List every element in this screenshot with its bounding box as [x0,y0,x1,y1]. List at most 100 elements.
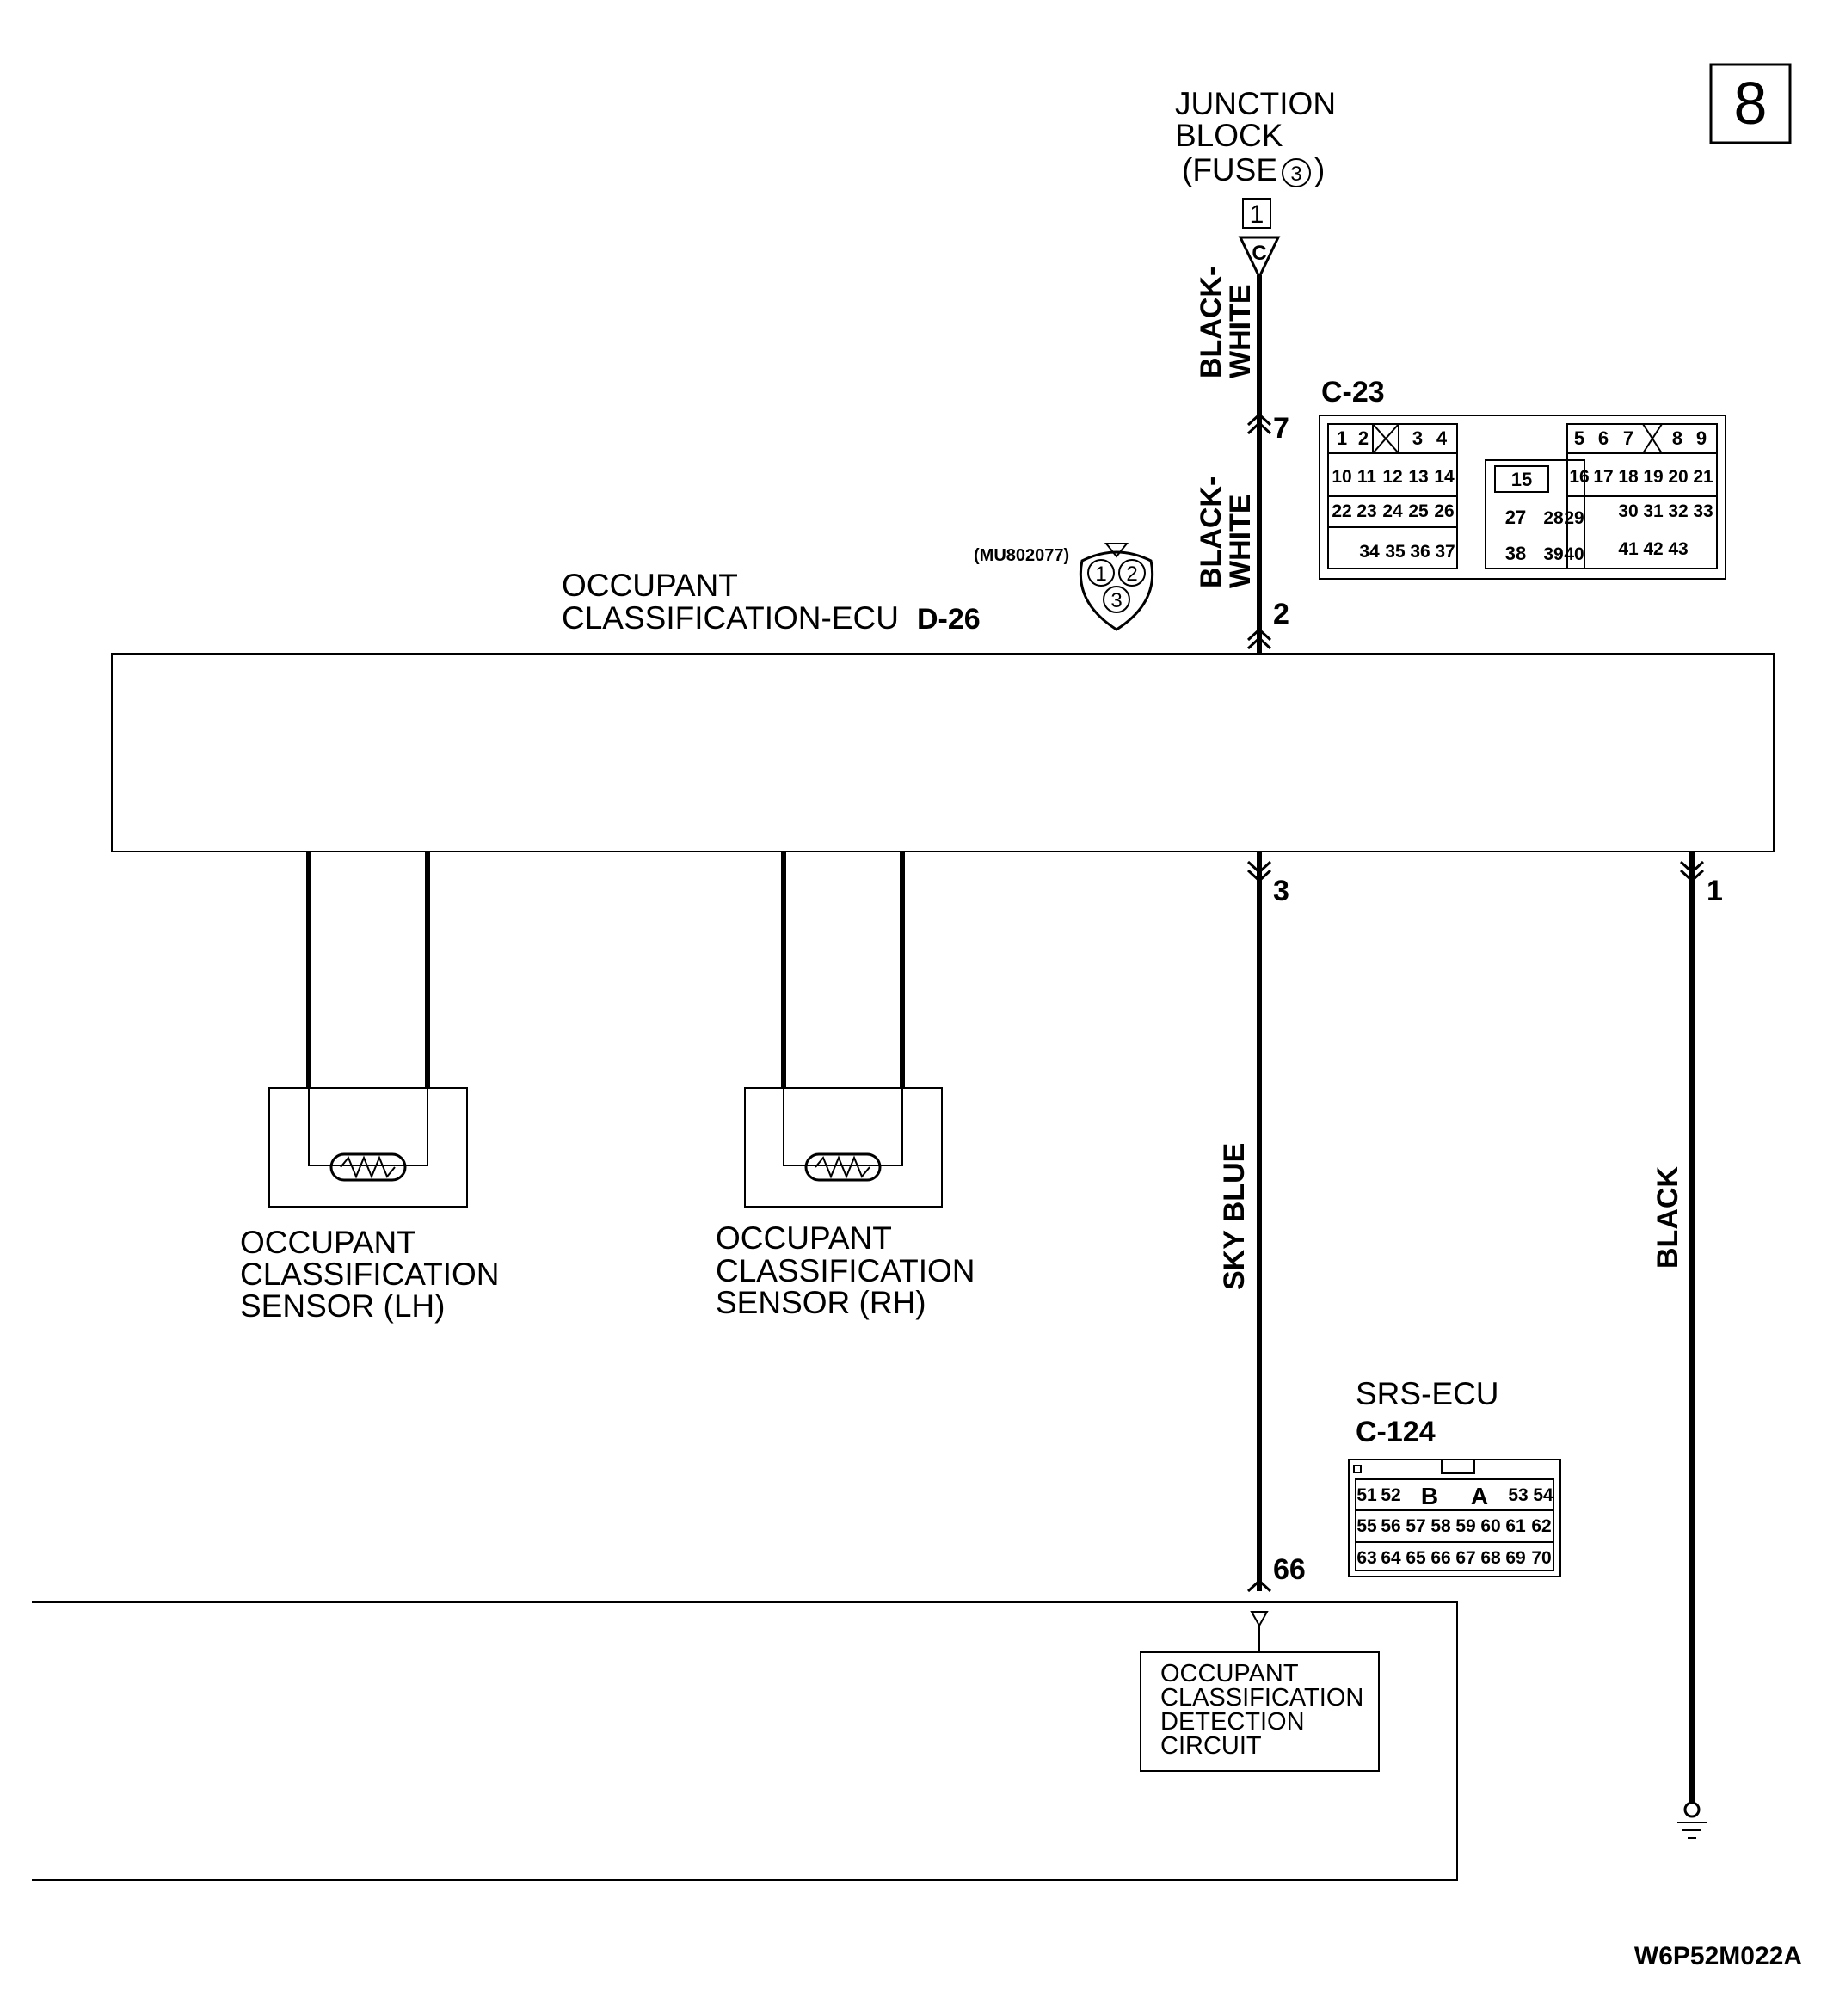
c23-pin-37: 37 [1435,542,1455,562]
junction-block-line1: JUNCTION [1175,86,1336,121]
wire-color-upper-1: BLACK- [1195,267,1227,378]
ecu-pin-3-label: 3 [1273,875,1289,907]
page-number-box: 8 [1709,63,1792,144]
wire-color-lower-1: BLACK- [1195,476,1227,588]
sensor-lh-line1: OCCUPANT [240,1225,416,1260]
ecu-box [111,653,1775,852]
c124-pin-60: 60 [1480,1516,1500,1536]
c23-pin-5: 5 [1574,427,1584,449]
c124-pin-b: B [1421,1483,1438,1509]
c23-pin-31: 31 [1643,501,1664,521]
c23-pin-19: 19 [1643,467,1663,487]
c23-pin-43: 43 [1668,539,1688,559]
c23-id: C-23 [1321,376,1385,409]
c23-pin-29: 29 [1564,508,1584,528]
wire-black: 1 BLACK [1652,851,1723,1804]
sensor-rh-line1: OCCUPANT [716,1220,892,1256]
c23-pin-6: 6 [1598,427,1609,449]
d26-pin-3: 3 [1110,589,1122,612]
junction-connector-letter: C [1252,242,1266,265]
c124-pin-57: 57 [1406,1516,1425,1536]
c124-pin-68: 68 [1480,1548,1501,1568]
junction-terminal-box [1242,198,1271,229]
d26-pin-2: 2 [1126,562,1137,586]
c23-pin-9: 9 [1696,427,1707,449]
page-number: 8 [1734,70,1768,137]
c23-pin-32: 32 [1668,501,1688,521]
c23-pin-1: 1 [1337,427,1347,449]
wire-color-sky-blue: SKY BLUE [1218,1143,1251,1290]
sensor-lh-line3: SENSOR (LH) [240,1288,445,1324]
c124-pin-a: A [1471,1483,1488,1509]
c23-pin-15: 15 [1511,469,1532,490]
figure-code: W6P52M022A [1634,1942,1802,1970]
c124-pin-51: 51 [1356,1485,1377,1505]
c124-pin-62: 62 [1531,1516,1551,1536]
sensor-rh-line2: CLASSIFICATION [716,1253,975,1288]
c23-pin-17: 17 [1593,467,1613,487]
c23-pin-12: 12 [1382,467,1402,487]
c124-pin-58: 58 [1430,1516,1451,1536]
wire-color-lower-2: WHITE [1224,494,1257,588]
c23-pin-25: 25 [1408,501,1429,521]
c124-pin-59: 59 [1455,1516,1475,1536]
c23-pin-42: 42 [1643,539,1663,559]
c23-pin-3: 3 [1412,427,1423,449]
c23-pin-40: 40 [1564,544,1584,564]
c23-pin-16: 16 [1569,467,1589,487]
c124-pin-52: 52 [1381,1485,1400,1505]
c124-id: C-124 [1356,1416,1436,1448]
c124-pin-61: 61 [1505,1516,1526,1536]
c23-pin-33: 33 [1693,501,1713,521]
c23-pin-21: 21 [1693,467,1713,487]
c124-pin-55: 55 [1356,1516,1377,1536]
c124-pin-65: 65 [1406,1548,1426,1568]
c23-pin-24: 24 [1382,501,1403,521]
ecu-pin-2-label: 2 [1273,598,1289,630]
c23-pin-22: 22 [1332,501,1351,521]
c23-pin-18: 18 [1618,467,1639,487]
fuse-number: 3 [1290,163,1301,186]
c23-pin-28: 28 [1543,508,1564,528]
d26-part-number: (MU802077) [974,546,1069,565]
sensor-lh-line2: CLASSIFICATION [240,1257,500,1292]
d26-pin-1: 1 [1095,562,1106,586]
wire-color-black: BLACK [1652,1166,1684,1269]
c124-pin-56: 56 [1381,1516,1400,1536]
ecu-name-line2: CLASSIFICATION-ECU [562,600,899,636]
junction-block-line3: (FUSE [1182,152,1277,187]
c23-pin-23: 23 [1356,501,1376,521]
ecu-connector-id: D-26 [917,603,981,636]
connector-c23: C-23 1 2 3 4 10 11 12 13 14 22 23 24 25 … [1319,376,1726,580]
c124-pin-67: 67 [1455,1548,1475,1568]
c23-pin-27: 27 [1505,507,1526,528]
c124-pin-66: 66 [1430,1548,1450,1568]
c23-pin-20: 20 [1668,467,1688,487]
junction-block: JUNCTION BLOCK (FUSE 3 ) 1 C [1175,86,1336,280]
detection-circuit: OCCUPANT CLASSIFICATION DETECTION CIRCUI… [1140,1611,1380,1772]
c23-pin-36: 36 [1410,542,1430,562]
connector-c124: SRS-ECU C-124 51 52 B A 53 54 55 56 57 5… [1348,1376,1561,1577]
fuse-number-circle [1282,158,1311,187]
c124-pin-69: 69 [1505,1548,1525,1568]
c124-pin-63: 63 [1356,1548,1376,1568]
connector-d26: (MU802077) 1 2 3 [974,543,1154,631]
c23-pin-2: 2 [1358,427,1369,449]
c124-pin-64: 64 [1381,1548,1401,1568]
ecu-label: OCCUPANT CLASSIFICATION-ECU D-26 [562,568,981,636]
c23-pin-38: 38 [1505,543,1526,564]
c23-pin-35: 35 [1385,542,1406,562]
detection-line2: CLASSIFICATION [1160,1684,1363,1712]
wire-black-white: 7 2 BLACK- WHITE BLACK- WHITE [1195,267,1289,654]
c23-pin-26: 26 [1434,501,1454,521]
c23-pin-11: 11 [1357,467,1377,487]
c23-pin-label: 7 [1273,412,1289,445]
sensor-rh-line3: SENSOR (RH) [716,1285,926,1320]
junction-block-close-paren: ) [1314,152,1325,187]
c23-pin-13: 13 [1408,467,1428,487]
c124-pin-53: 53 [1508,1485,1528,1505]
c124-pin-70: 70 [1531,1548,1551,1568]
srs-pin-66-label: 66 [1273,1553,1306,1586]
c23-pin-39: 39 [1543,544,1563,564]
